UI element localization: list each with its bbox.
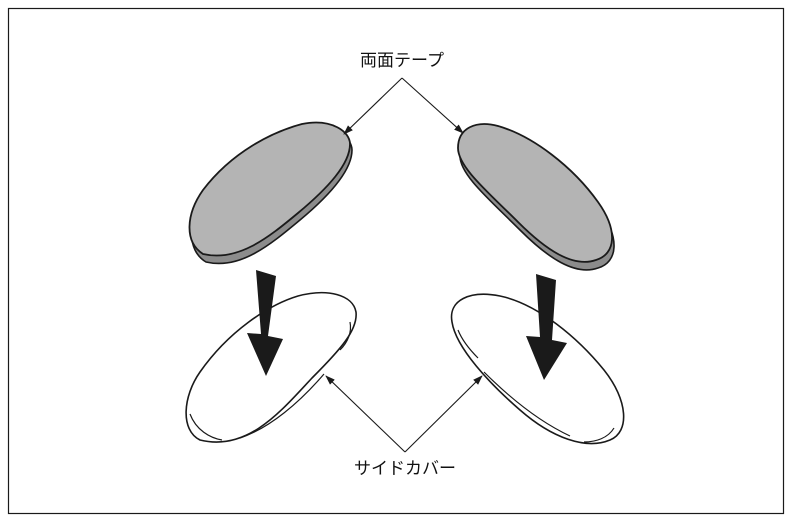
left-attach-arrow	[247, 270, 283, 376]
left-tape-pad	[188, 121, 353, 265]
right-tape-pad	[457, 123, 615, 271]
left-side-cover	[185, 292, 357, 443]
tape-leader-lines	[343, 77, 464, 135]
cover-leader-lines	[325, 375, 483, 453]
double-sided-tape-label: 両面テープ	[360, 51, 444, 71]
right-side-cover	[450, 293, 625, 445]
side-cover-label: サイドカバー	[354, 459, 456, 479]
right-attach-arrow	[526, 274, 567, 380]
diagram-border	[7, 7, 785, 515]
